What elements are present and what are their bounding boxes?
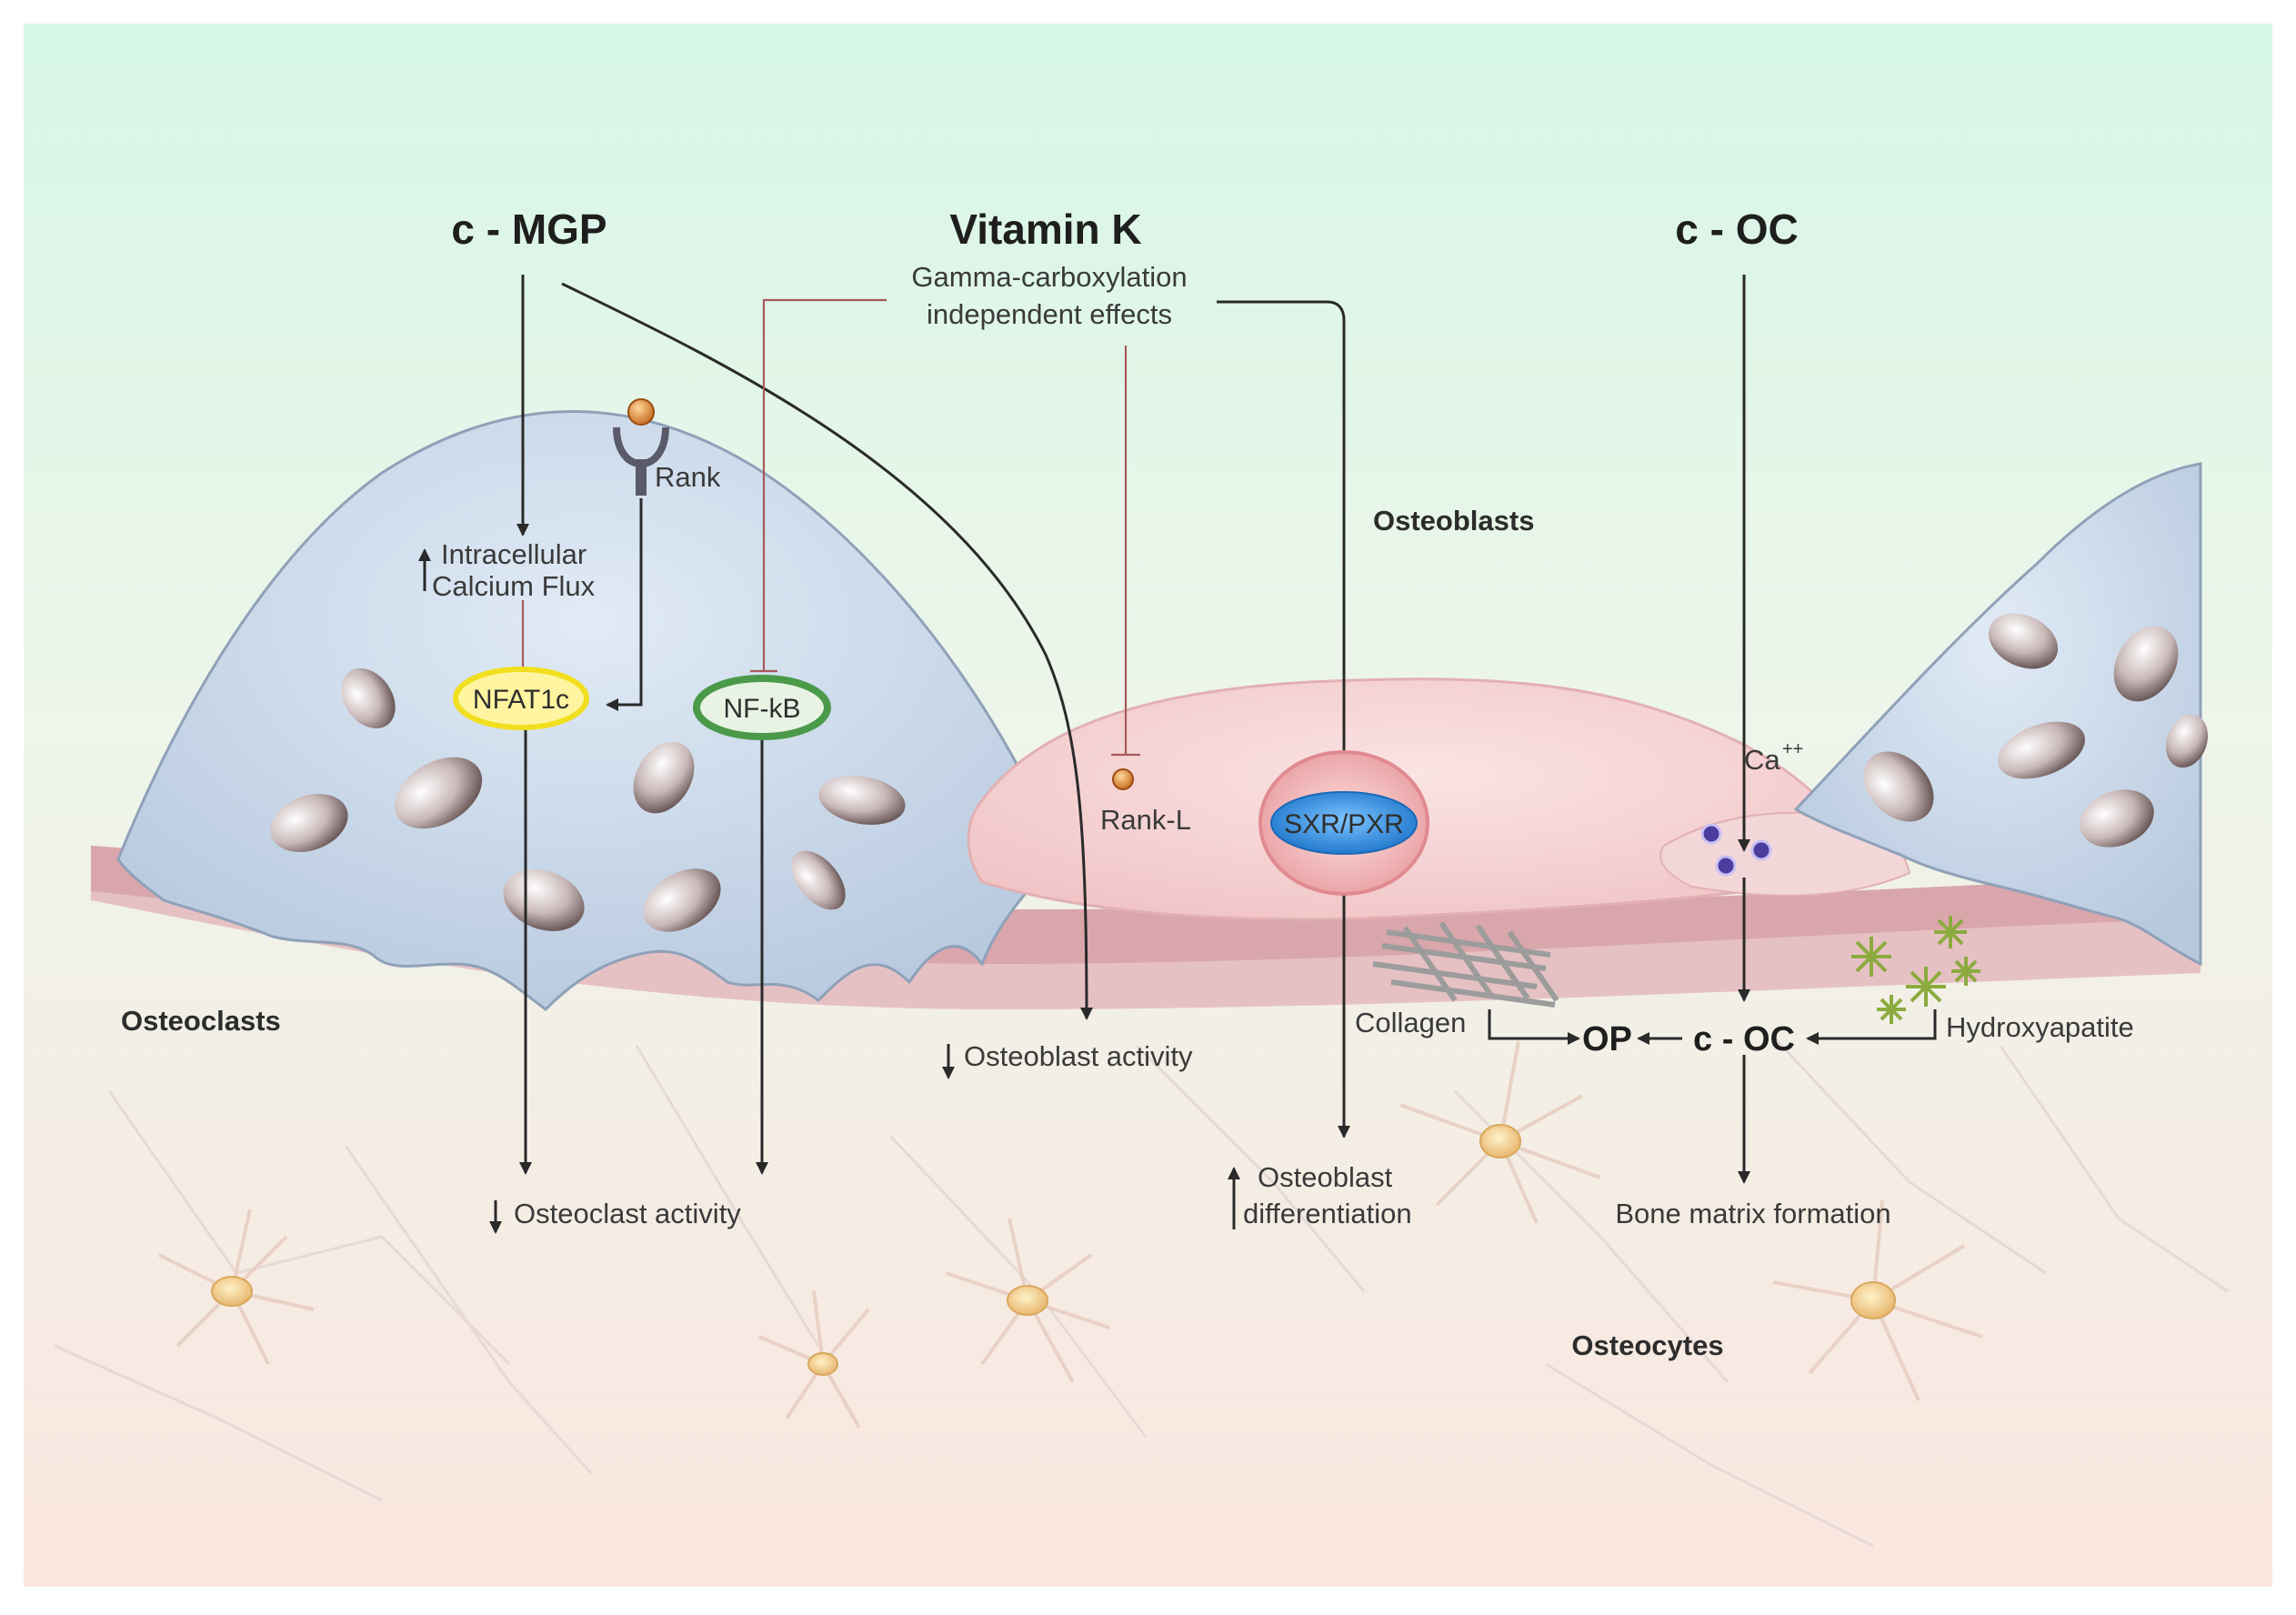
osteocytes-label: Osteocytes <box>1571 1329 1723 1361</box>
c-oc-mid-label: c - OC <box>1693 1020 1795 1058</box>
rank-label: Rank <box>655 461 721 493</box>
osteoclast-nuclei <box>270 667 906 932</box>
bone-surface-lower <box>91 846 2201 1009</box>
c-mgp-title: c - MGP <box>451 206 607 253</box>
collagen-fibers <box>1372 921 1559 1008</box>
arrow-collagen-to-op <box>1488 1009 1580 1045</box>
nfat1c-label: NFAT1c <box>473 685 569 715</box>
arrow-rank-to-nfat <box>606 498 643 711</box>
osteoclasts-label: Osteoclasts <box>121 1005 281 1037</box>
nfkb-node <box>693 675 831 740</box>
hydroxyapatite-label: Hydroxyapatite <box>1946 1011 2134 1043</box>
collagen-label: Collagen <box>1355 1007 1466 1038</box>
calcium-ions <box>1700 823 1772 877</box>
intracellular-line-2: Calcium Flux <box>432 570 596 602</box>
rank-receptor-icon <box>613 398 669 496</box>
sxr-pxr-node <box>1270 791 1418 855</box>
osteoclast-nuclei-right <box>1863 613 2209 848</box>
gamma-line-1: Gamma-carboxylation <box>911 261 1187 293</box>
arrow-hydroxyapatite-to-coc <box>1806 1009 1937 1045</box>
arrow-cmgp-to-osteoblast-activity <box>561 282 1093 1020</box>
nfat1c-node <box>453 667 589 730</box>
rank-l-ligand-icon <box>1112 768 1134 790</box>
op-label: OP <box>1582 1020 1632 1058</box>
osteoblast-diff-line-1: Osteoblast <box>1258 1161 1393 1193</box>
osteocyte-network <box>54 1035 2229 1548</box>
arrow-vitk-to-sxr <box>1217 300 1350 773</box>
nfkb-label: NF-kB <box>724 694 801 724</box>
gamma-line-2: independent effects <box>927 298 1172 330</box>
rank-l-label: Rank-L <box>1100 804 1191 836</box>
intracellular-line-1: Intracellular <box>441 538 587 570</box>
vitamin-k-title: Vitamin K <box>949 206 1141 253</box>
hydroxyapatite-crystals <box>1851 916 1980 1024</box>
ca-superscript: ++ <box>1782 739 1803 759</box>
osteoblast-activity-label: Osteoblast activity <box>964 1040 1193 1072</box>
ca-label: Ca <box>1744 744 1780 776</box>
inhibit-vitk-nfkb <box>762 298 887 671</box>
sxr-pxr-label: SXR/PXR <box>1284 809 1404 839</box>
osteoclast-activity-label: Osteoclast activity <box>514 1198 741 1229</box>
osteoblast-diff-line-2: differentiation <box>1243 1198 1412 1229</box>
osteocytes-cells <box>158 1040 1983 1429</box>
c-oc-title: c - OC <box>1675 206 1798 253</box>
osteoblasts-label: Osteoblasts <box>1373 505 1534 537</box>
bone-matrix-label: Bone matrix formation <box>1615 1198 1890 1229</box>
